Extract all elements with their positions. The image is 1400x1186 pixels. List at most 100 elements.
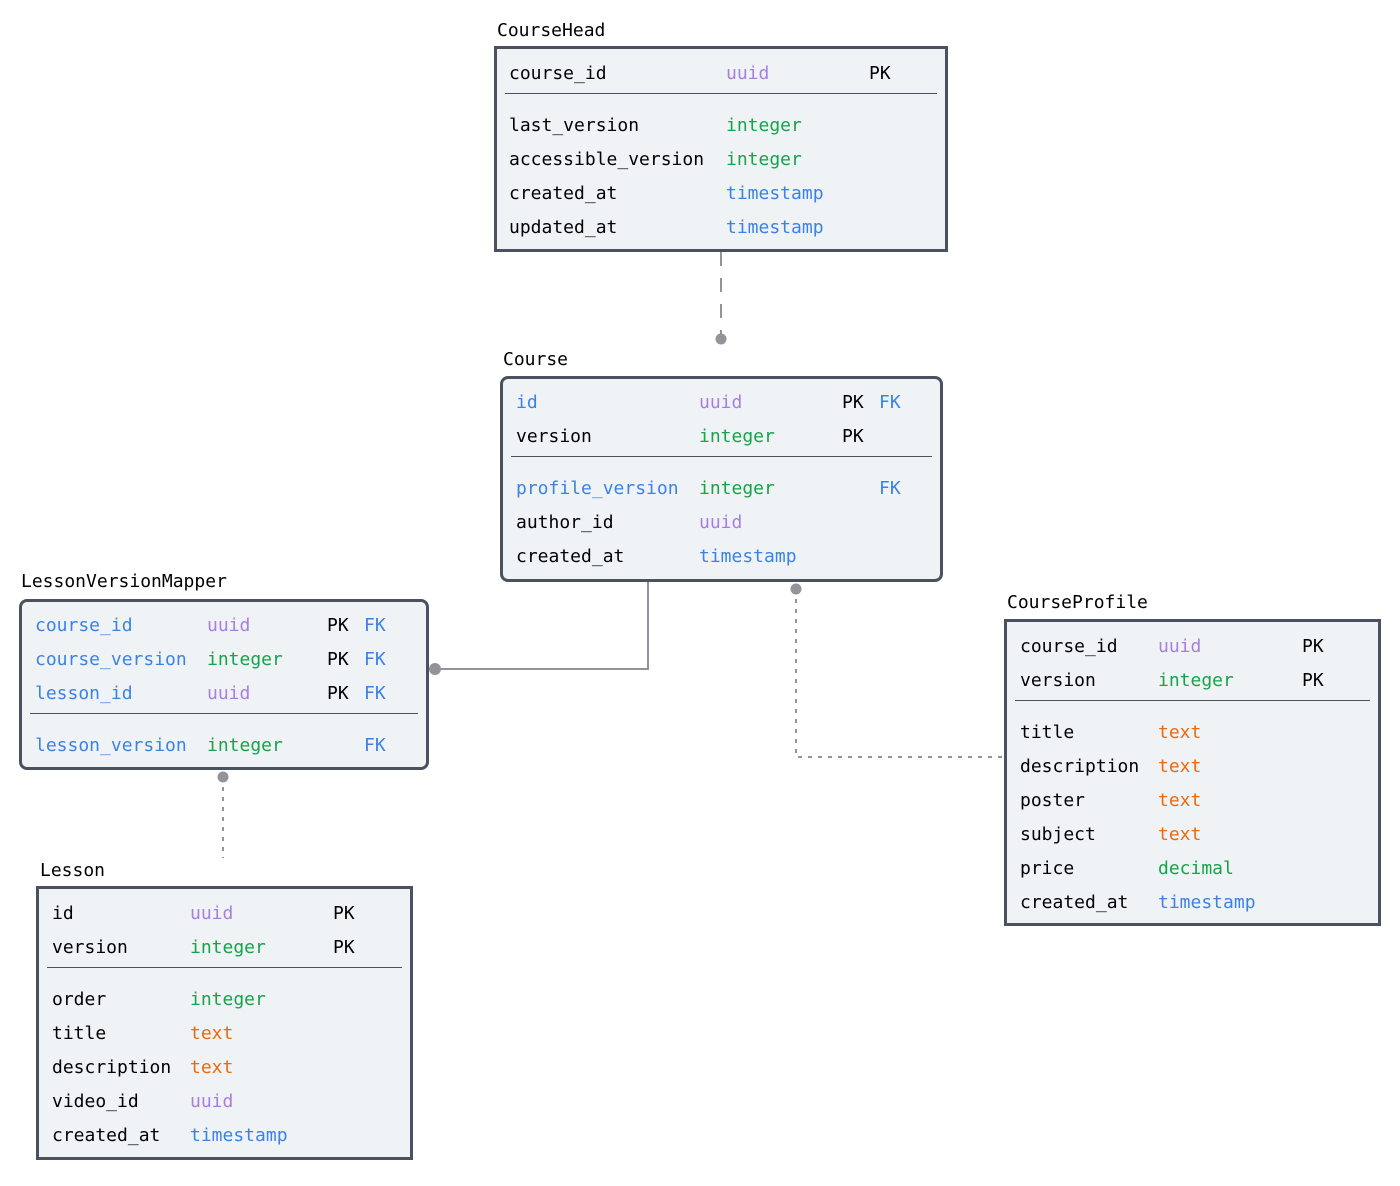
lesson-field-row: version integer PK	[39, 931, 410, 965]
field-name: price	[1020, 858, 1075, 879]
courseprofile-field-row: description text	[1007, 750, 1378, 784]
field-type: text	[1158, 756, 1202, 777]
courseprofile-field-row: title text	[1007, 716, 1378, 750]
field-type: text	[1158, 722, 1202, 743]
field-name: accessible_version	[509, 149, 705, 170]
courseprofile-field-row: created_at timestamp	[1007, 886, 1378, 920]
field-type: uuid	[207, 615, 251, 636]
course-field-row: id uuid PK FK	[503, 386, 940, 420]
lesson-field-row: video_id uuid	[39, 1085, 410, 1119]
key-divider	[511, 456, 932, 457]
field-type: text	[1158, 790, 1202, 811]
field-type: integer	[190, 989, 266, 1010]
field-name: video_id	[52, 1091, 139, 1112]
field-type: uuid	[190, 1091, 234, 1112]
primary-key-marker: PK	[327, 649, 349, 670]
course-title: Course	[503, 349, 569, 370]
connector-endpoint-lessonversionmapper-bottom	[217, 771, 229, 783]
field-type: uuid	[699, 512, 743, 533]
course-field-row: author_id uuid	[503, 506, 940, 540]
courseprofile-field-row: subject text	[1007, 818, 1378, 852]
field-name: title	[52, 1023, 107, 1044]
field-name: created_at	[52, 1125, 161, 1146]
primary-key-marker: PK	[842, 426, 864, 447]
course-field-row: created_at timestamp	[503, 540, 940, 574]
foreign-key-marker: FK	[364, 649, 386, 670]
courseprofile-field-row: poster text	[1007, 784, 1378, 818]
key-divider	[30, 713, 418, 714]
field-name: lesson_version	[35, 735, 187, 756]
table-coursehead[interactable]: course_id uuid PK last_version integer access…	[494, 46, 948, 252]
field-type: decimal	[1158, 858, 1234, 879]
lesson-title: Lesson	[40, 860, 106, 881]
primary-key-marker: PK	[333, 903, 355, 924]
field-type: integer	[699, 478, 775, 499]
field-type: integer	[699, 426, 775, 447]
foreign-key-marker: FK	[364, 735, 386, 756]
connector-endpoint-lessonversionmapper	[429, 663, 441, 675]
field-type: uuid	[1158, 636, 1202, 657]
primary-key-marker: PK	[1302, 670, 1324, 691]
foreign-key-marker: FK	[364, 615, 386, 636]
field-name: title	[1020, 722, 1075, 743]
field-name: poster	[1020, 790, 1086, 811]
field-name: lesson_id	[35, 683, 133, 704]
field-name: version	[52, 937, 128, 958]
field-name: updated_at	[509, 217, 618, 238]
field-name: last_version	[509, 115, 640, 136]
primary-key-marker: PK	[333, 937, 355, 958]
field-name: id	[516, 392, 538, 413]
field-name: id	[52, 903, 74, 924]
field-name: description	[52, 1057, 172, 1078]
coursehead-field-row: last_version integer	[497, 109, 945, 143]
coursehead-title: CourseHead	[497, 20, 606, 41]
primary-key-marker: PK	[869, 63, 891, 84]
lesson-field-row: description text	[39, 1051, 410, 1085]
foreign-key-marker: FK	[879, 392, 901, 413]
primary-key-marker: PK	[327, 683, 349, 704]
field-type: uuid	[190, 903, 234, 924]
courseprofile-title: CourseProfile	[1007, 592, 1148, 613]
field-name: course_id	[509, 63, 607, 84]
connector-course-courseprofile	[795, 589, 1004, 758]
field-name: course_id	[1020, 636, 1118, 657]
field-name: created_at	[516, 546, 625, 567]
field-name: course_version	[35, 649, 187, 670]
field-name: subject	[1020, 824, 1096, 845]
key-divider	[505, 93, 937, 94]
foreign-key-marker: FK	[364, 683, 386, 704]
foreign-key-marker: FK	[879, 478, 901, 499]
field-type: text	[1158, 824, 1202, 845]
primary-key-marker: PK	[842, 392, 864, 413]
field-type: timestamp	[1158, 892, 1256, 913]
field-type: uuid	[699, 392, 743, 413]
field-name: author_id	[516, 512, 614, 533]
field-type: integer	[1158, 670, 1234, 691]
key-divider	[47, 967, 402, 968]
field-type: uuid	[726, 63, 770, 84]
field-name: description	[1020, 756, 1140, 777]
field-type: integer	[190, 937, 266, 958]
field-name: created_at	[1020, 892, 1129, 913]
connector-endpoint-course	[715, 333, 727, 345]
field-type: integer	[726, 115, 802, 136]
field-type: timestamp	[699, 546, 797, 567]
field-name: version	[516, 426, 592, 447]
field-type: text	[190, 1057, 234, 1078]
